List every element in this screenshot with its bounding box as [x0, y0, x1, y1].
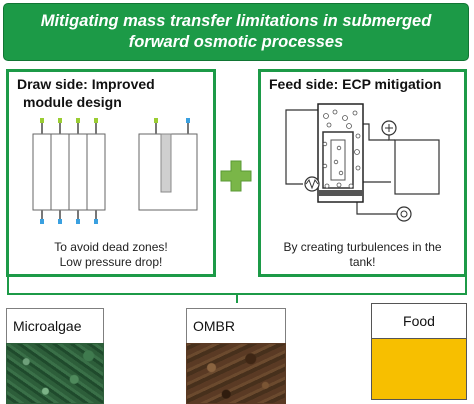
microalgae-image — [6, 343, 104, 404]
inlet-tubes — [41, 122, 97, 134]
application-bracket — [7, 277, 467, 303]
ombr-text: OMBR — [193, 318, 235, 334]
food-label: Food — [371, 303, 467, 339]
banner-line-1: Mitigating mass transfer limitations in … — [40, 12, 432, 30]
microalgae-text: Microalgae — [13, 318, 82, 334]
feed-side-caption-line-1: By creating turbulences in the — [283, 240, 442, 254]
microalgae-label: Microalgae — [6, 308, 104, 344]
draw-side-panel: Draw side: Improved module design — [6, 69, 216, 277]
plus-icon — [220, 160, 252, 192]
draw-solution-tank — [394, 139, 440, 195]
inlet-tips — [40, 118, 98, 123]
feed-side-caption: By creating turbulences in the tank! — [261, 240, 464, 270]
feed-side-caption-line-2: tank! — [349, 255, 376, 269]
heat-exchanger-icon — [304, 176, 320, 192]
food-text: Food — [403, 313, 435, 329]
multi-channel-module — [32, 133, 106, 211]
draw-side-title-line-1: Draw side: Improved — [17, 76, 155, 92]
outlet-tips — [40, 219, 98, 224]
draw-side-caption-line-2: Low pressure drop! — [59, 255, 163, 269]
feed-side-panel: Feed side: ECP mitigation — [258, 69, 467, 277]
outlet-tubes — [41, 210, 97, 220]
module-design-diagram — [32, 118, 198, 224]
draw-side-caption: To avoid dead zones! Low pressure drop! — [9, 240, 213, 270]
draw-side-caption-line-1: To avoid dead zones! — [54, 240, 168, 254]
draw-side-title-line-2: module design — [23, 94, 122, 110]
title-banner: Mitigating mass transfer limitations in … — [3, 3, 469, 61]
banner-line-2: forward osmotic processes — [128, 33, 344, 51]
feed-tank-diagram — [285, 103, 440, 222]
feed-side-title: Feed side: ECP mitigation — [269, 76, 442, 92]
aeration-bubbles — [322, 109, 361, 189]
blower-icon — [396, 206, 412, 222]
ombr-sludge-image — [186, 343, 286, 404]
ombr-label: OMBR — [186, 308, 286, 344]
pump-icon — [381, 120, 397, 136]
draw-side-title: Draw side: Improved module design — [17, 75, 155, 111]
single-channel-module — [138, 118, 198, 211]
food-swatch — [371, 338, 467, 400]
